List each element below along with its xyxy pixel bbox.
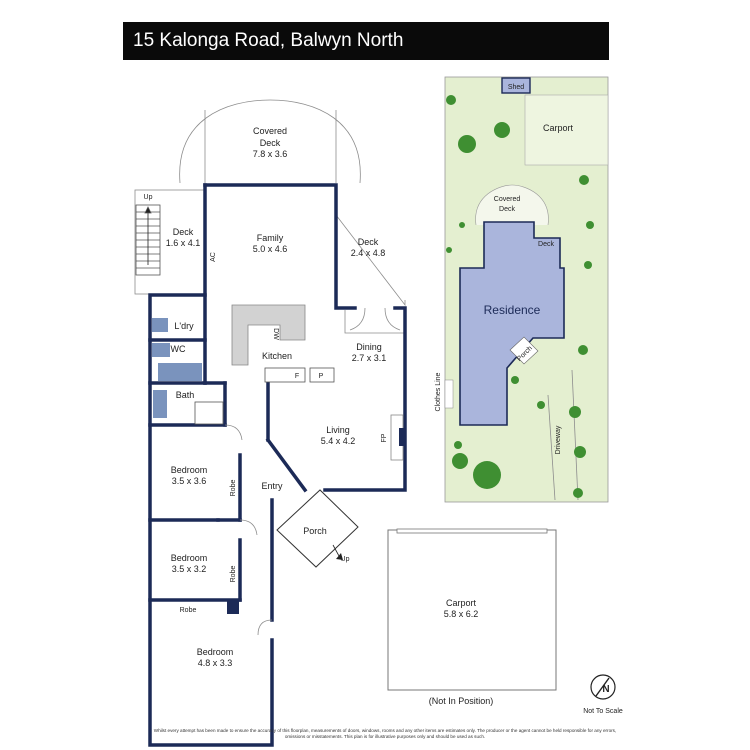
site-covered-label: Covered xyxy=(494,196,521,203)
laundry-label: L'dry xyxy=(174,321,194,331)
living-dims: 5.4 x 4.2 xyxy=(321,436,356,446)
bedroom3-dims: 4.8 x 3.3 xyxy=(198,658,233,668)
property-address: 15 Kalonga Road, Balwyn North xyxy=(133,30,404,51)
bedroom3-label: Bedroom xyxy=(197,647,234,657)
site-carport-label: Carport xyxy=(543,123,574,133)
porch-up-label: Up xyxy=(341,556,350,563)
family-label: Family xyxy=(257,233,284,243)
site-driveway-label: Driveway xyxy=(555,425,562,454)
scale-note: Not To Scale xyxy=(583,708,623,715)
dining-label: Dining xyxy=(356,342,382,352)
left-deck-label: Deck xyxy=(173,227,194,237)
carport-label: Carport xyxy=(446,598,477,608)
disclaimer-text: Whilst every attempt has been made to en… xyxy=(153,728,617,739)
fireplace-label: FP xyxy=(381,433,388,442)
wc-label: WC xyxy=(171,344,186,354)
carport-outline xyxy=(387,529,557,691)
porch-label: Porch xyxy=(303,526,327,536)
stair-left xyxy=(135,204,161,276)
site-trees xyxy=(446,95,594,498)
left-deck-dims: 1.6 x 4.1 xyxy=(166,238,201,248)
right-deck-dims: 2.4 x 4.8 xyxy=(351,248,386,258)
stair-up-label: Up xyxy=(144,194,153,201)
site-clothes-line-label: Clothes Line xyxy=(435,372,442,411)
site-plan xyxy=(444,76,609,503)
covered-deck-dims: 7.8 x 3.6 xyxy=(253,149,288,159)
bedroom1-dims: 3.5 x 3.6 xyxy=(172,476,207,486)
north-arrow-icon: N xyxy=(590,674,616,700)
kitchen-label: Kitchen xyxy=(262,351,292,361)
bedroom1-label: Bedroom xyxy=(171,465,208,475)
pantry-label: P xyxy=(319,373,324,380)
residence-footprint xyxy=(459,221,565,426)
robe3-label: Robe xyxy=(180,607,197,614)
north-letter: N xyxy=(602,684,609,695)
bedroom2-dims: 3.5 x 3.2 xyxy=(172,564,207,574)
right-deck-label: Deck xyxy=(358,237,379,247)
site-residence-label: Residence xyxy=(484,303,541,317)
site-shed-label: Shed xyxy=(508,84,524,91)
bathtub xyxy=(158,363,202,381)
shed xyxy=(501,77,531,94)
covered-deck-outline xyxy=(179,99,361,184)
covered-deck-label: Covered xyxy=(253,126,287,136)
title-banner: 15 Kalonga Road, Balwyn North xyxy=(123,22,609,60)
bedroom2-label: Bedroom xyxy=(171,553,208,563)
robe2-label: Robe xyxy=(230,566,237,583)
floor-plan xyxy=(134,99,407,747)
site-covered-deck-label: Deck xyxy=(499,206,515,213)
bath-label: Bath xyxy=(176,390,195,400)
robe1-label: Robe xyxy=(230,480,237,497)
laundry-tub xyxy=(152,318,168,332)
kitchen-bench xyxy=(231,304,306,366)
dining-dims: 2.7 x 3.1 xyxy=(352,353,387,363)
family-dims: 5.0 x 4.6 xyxy=(253,244,288,254)
carport-dims: 5.8 x 6.2 xyxy=(444,609,479,619)
entry-label: Entry xyxy=(261,481,283,491)
walls xyxy=(148,183,407,747)
dishwasher-label: DW xyxy=(272,328,279,340)
living-label: Living xyxy=(326,425,350,435)
fridge-label: F xyxy=(295,373,299,380)
ac-label: AC xyxy=(210,252,217,262)
covered-deck-label-part2: Deck xyxy=(260,138,281,148)
site-deck-label: Deck xyxy=(538,241,554,248)
carport-position-note: (Not In Position) xyxy=(429,696,494,706)
porch-outline xyxy=(276,489,359,568)
